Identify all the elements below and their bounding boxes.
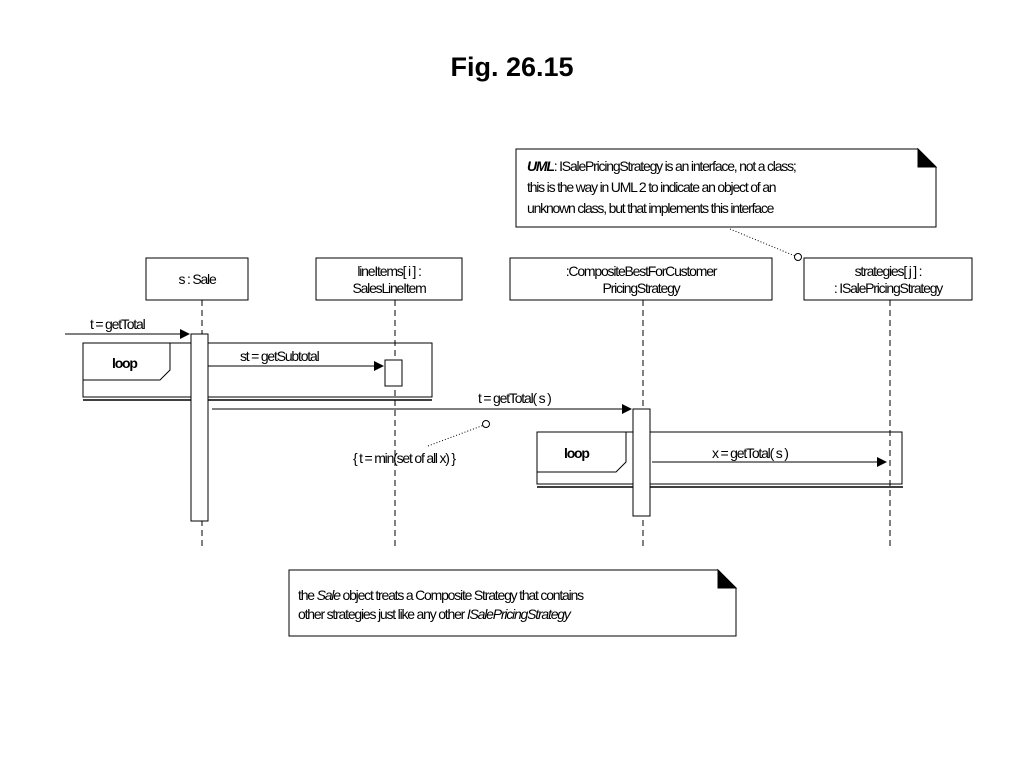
constraint-label: { t = min(set of all x) } xyxy=(353,450,456,466)
note-composite-line-1-post: object treats a Composite Strategy that … xyxy=(340,587,584,603)
activation-bar-composite xyxy=(632,408,651,517)
note-composite-line-1-pre: the xyxy=(298,587,317,603)
loop-frame-2[interactable]: loop xyxy=(536,431,903,488)
note-uml-line-1: UML: ISalePricingStrategy is an interfac… xyxy=(527,158,796,174)
loop-frame-1-label: loop xyxy=(112,355,137,371)
lifeline-sale-box[interactable] xyxy=(145,257,249,301)
loop-frame-2-label: loop xyxy=(564,445,589,461)
lifeline-sale-label: s : Sale xyxy=(178,271,217,287)
lifeline-lineitems-label-1: lineItems[ i ] : xyxy=(357,263,421,279)
lifeline-lineitems-label-2: SalesLineItem xyxy=(352,280,426,296)
lifeline-strategies-label-1: strategies[ j ] : xyxy=(855,263,922,279)
note-composite-box xyxy=(288,569,737,637)
lifeline-strategies-box[interactable] xyxy=(803,257,973,301)
message-get-total-s[interactable]: t = getTotal( s ) xyxy=(212,390,632,414)
note-composite-line-2: other strategies just like any other ISa… xyxy=(298,606,572,622)
message-get-subtotal[interactable]: st = getSubtotal xyxy=(208,348,384,371)
loop-frame-1-tag xyxy=(82,342,171,381)
lifeline-strategies[interactable]: strategies[ j ] : : ISalePricingStrategy xyxy=(803,257,973,550)
constraint-anchor-icon xyxy=(482,420,490,428)
lifeline-composite-label-2: PricingStrategy xyxy=(603,280,681,296)
message-x-get-total-s[interactable]: x = getTotal( s ) xyxy=(652,445,887,467)
message-get-total[interactable]: t = getTotal xyxy=(65,316,190,339)
note-uml-box xyxy=(515,148,937,228)
note-uml-connector xyxy=(729,228,796,257)
lifeline-composite-label-1: :CompositeBestForCustomer xyxy=(566,263,718,279)
note-uml-dogear-icon xyxy=(917,147,938,168)
note-uml-line-3: unknown class, but that implements this … xyxy=(527,200,775,216)
note-uml-interface[interactable]: UML: ISalePricingStrategy is an interfac… xyxy=(515,147,938,261)
constraint[interactable]: { t = min(set of all x) } xyxy=(353,420,490,467)
note-uml-anchor-icon xyxy=(794,253,802,261)
lifeline-sale[interactable]: s : Sale xyxy=(145,257,249,550)
note-uml-line-1-rest: : ISalePricingStrategy is an interface, … xyxy=(554,158,796,174)
loop-frame-2-tag xyxy=(536,431,627,473)
lifeline-composite-box[interactable] xyxy=(509,257,773,301)
note-composite-strategy[interactable]: the Sale object treats a Composite Strat… xyxy=(288,568,738,637)
lifeline-lineitems[interactable]: lineItems[ i ] : SalesLineItem xyxy=(315,257,463,550)
page-title: Fig. 26.15 xyxy=(450,52,574,82)
activation-bar-lineitems xyxy=(384,359,403,387)
note-composite-line-2-pre: other strategies just like any other xyxy=(298,606,467,622)
note-composite-line-2-italic: ISalePricingStrategy xyxy=(467,606,572,622)
activation-bar-sale xyxy=(190,333,209,522)
constraint-connector xyxy=(427,424,485,447)
note-composite-line-1: the Sale object treats a Composite Strat… xyxy=(298,587,584,603)
message-get-total-s-label: t = getTotal( s ) xyxy=(478,390,551,406)
note-uml-bold-prefix: UML xyxy=(527,158,554,174)
message-x-get-total-s-label: x = getTotal( s ) xyxy=(712,445,788,461)
lifeline-lineitems-box[interactable] xyxy=(315,257,463,301)
message-get-total-label: t = getTotal xyxy=(90,316,146,332)
lifeline-strategies-label-2: : ISalePricingStrategy xyxy=(834,280,943,296)
message-get-subtotal-label: st = getSubtotal xyxy=(240,348,320,364)
note-uml-line-2: this is the way in UML 2 to indicate an … xyxy=(527,179,776,195)
note-composite-line-1-italic: Sale xyxy=(317,587,342,603)
loop-frame-1[interactable]: loop xyxy=(82,342,433,401)
note-composite-dogear-icon xyxy=(717,568,738,589)
